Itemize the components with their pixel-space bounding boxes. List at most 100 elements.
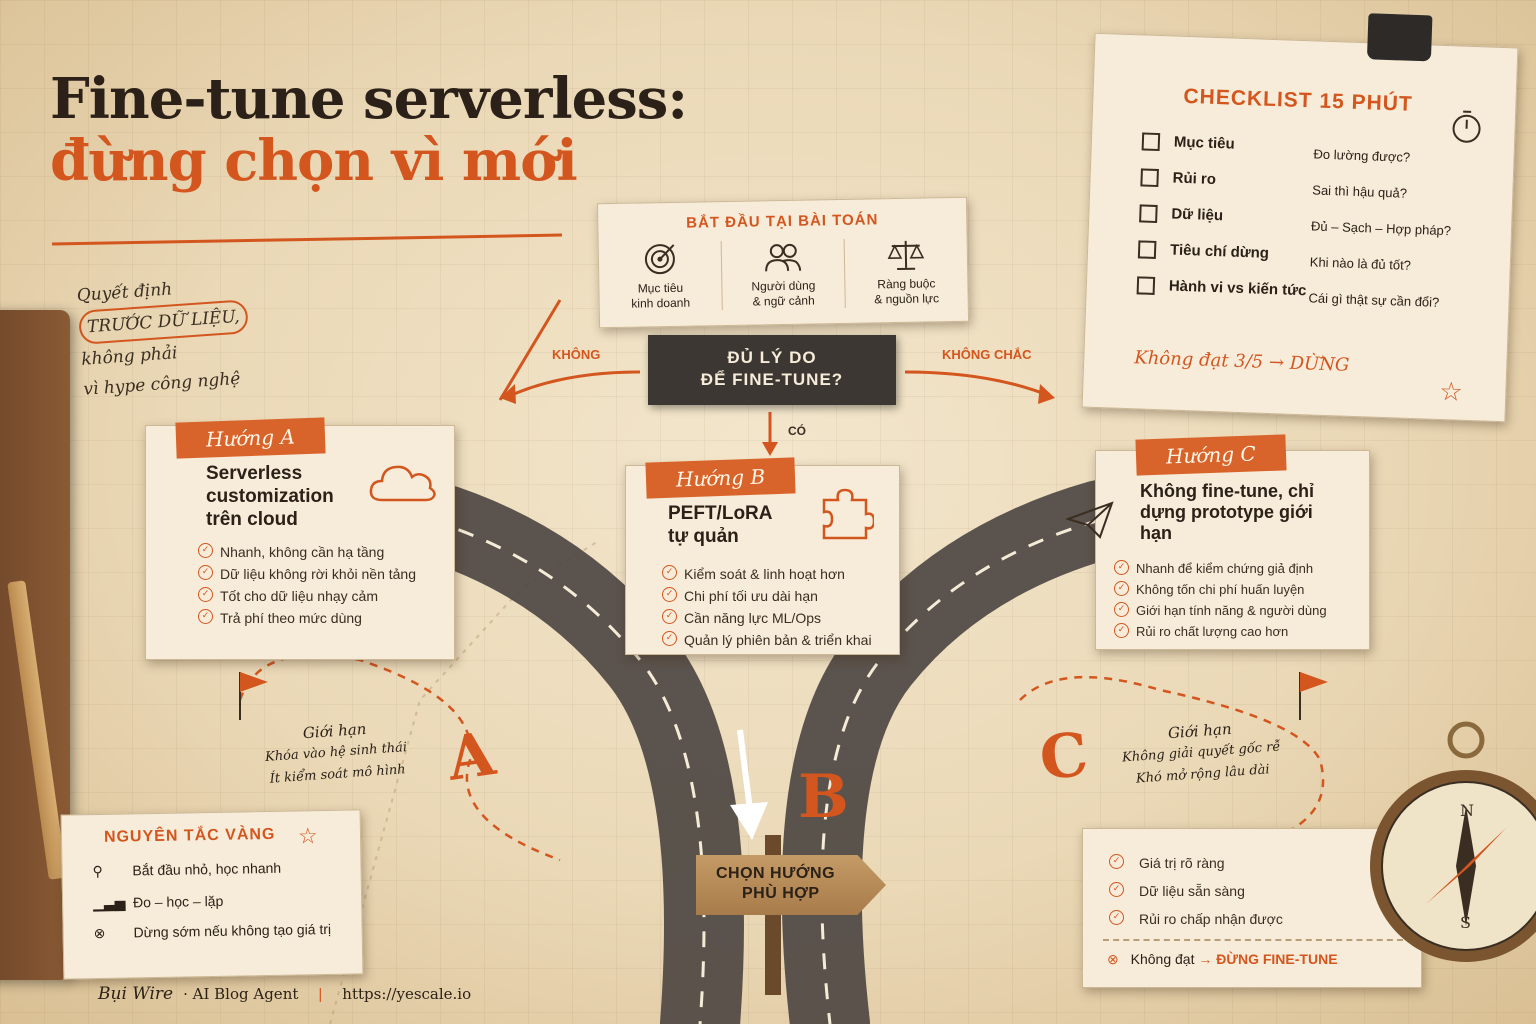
side-note: Quyết định TRƯỚC DỮ LIỆU, không phải vì … xyxy=(76,269,253,404)
golden-rule-text: Dừng sớm nếu không tạo giá trị xyxy=(133,920,332,941)
svg-text:N: N xyxy=(1460,801,1474,820)
route-b-point: Chi phí tối ưu dài hạn xyxy=(662,587,892,604)
footer-agent: · AI Blog Agent xyxy=(183,985,299,1003)
decision-yes-label: CÓ xyxy=(788,424,806,438)
route-a-title: Serverless customization trên cloud xyxy=(206,463,334,530)
cancel-icon: ⊗ xyxy=(93,924,106,942)
signpost-line-2: PHÙ HỢP xyxy=(742,885,820,902)
route-a-points: Nhanh, không cần hạ tầng Dữ liệu không r… xyxy=(198,538,448,632)
arrow-icon: → xyxy=(1198,951,1213,967)
gate-item: Rủi ro chấp nhận được xyxy=(1109,910,1283,927)
route-a-point: Tốt cho dữ liệu nhạy cảm xyxy=(198,587,448,604)
search-icon: ⚲ xyxy=(92,862,103,880)
route-b-tag: Hướng B xyxy=(645,457,796,499)
route-c-tag: Hướng C xyxy=(1135,434,1287,476)
decision-no-label: KHÔNG xyxy=(552,347,601,362)
decision-box: ĐỦ LÝ DO ĐỂ FINE-TUNE? xyxy=(648,335,896,405)
decision-line-2: ĐỂ FINE-TUNE? xyxy=(700,370,844,389)
checklist-row-question: Sai thì hậu quả? xyxy=(1312,182,1408,201)
svg-text:S: S xyxy=(1460,913,1471,932)
checklist-row-label: Rủi ro xyxy=(1172,169,1217,189)
start-item-constraints: Ràng buộc& nguồn lực xyxy=(845,237,968,308)
checklist-footer: Không đạt 3/5 → DỪNG xyxy=(1133,347,1350,376)
golden-rule-item: ▁▃▅ Đo – học – lặp xyxy=(93,891,353,913)
gate-fail-row: ⊗ Không đạt → ĐỪNG FINE-TUNE xyxy=(1107,951,1338,968)
footer-url[interactable]: https://yescale.io xyxy=(342,985,472,1003)
route-b-title: PEFT/LoRA tự quản xyxy=(668,502,773,548)
golden-rule-item: ⚲ Bắt đầu nhỏ, học nhanh xyxy=(92,859,352,881)
checklist-row-label: Hành vi vs kiến tức xyxy=(1168,277,1307,300)
notebook-prop xyxy=(0,310,70,980)
route-c-points: Nhanh để kiểm chứng giả định Không tốn c… xyxy=(1114,555,1364,645)
route-b-letter: B xyxy=(798,762,849,832)
compass-icon: N S xyxy=(1370,721,1536,962)
star-icon: ☆ xyxy=(1438,375,1464,407)
binder-clip-icon xyxy=(1366,13,1433,62)
route-c-point: Nhanh để kiểm chứng giả định xyxy=(1114,560,1364,576)
checklist-card: CHECKLIST 15 PHÚT Mục tiêu Đo lường được… xyxy=(1081,13,1519,423)
checklist-row-question: Đủ – Sạch – Hợp pháp? xyxy=(1310,218,1452,239)
target-icon xyxy=(644,244,675,275)
route-c-point: Rủi ro chất lượng cao hơn xyxy=(1114,623,1364,639)
gate-item: Giá trị rõ ràng xyxy=(1109,854,1283,871)
route-b-point: Kiểm soát & linh hoạt hơn xyxy=(662,565,892,582)
checkbox[interactable] xyxy=(1139,204,1158,224)
decision-line-1: ĐỦ LÝ DO xyxy=(727,348,817,367)
gate-fail-action: ĐỪNG FINE-TUNE xyxy=(1216,951,1338,967)
golden-rules-card: NGUYÊN TẮC VÀNG ☆ ⚲ Bắt đầu nhỏ, học nha… xyxy=(60,809,364,980)
route-a-limits: Giới hạn Khóa vào hệ sinh thái Ít kiểm s… xyxy=(263,715,410,791)
footer: Bụi Wire · AI Blog Agent | https://yesca… xyxy=(98,984,471,1004)
checkbox[interactable] xyxy=(1137,240,1157,259)
signpost: CHỌN HƯỚNG PHÙ HỢP xyxy=(696,855,886,915)
route-a-point: Nhanh, không cần hạ tầng xyxy=(198,543,448,560)
checklist-row-label: Dữ liệu xyxy=(1171,205,1224,225)
checkbox[interactable] xyxy=(1140,168,1159,188)
footer-divider: | xyxy=(318,986,323,1003)
start-item-constraints-l2: & nguồn lực xyxy=(874,291,940,307)
route-b-card: Hướng B PEFT/LoRA tự quản Kiểm soát & li… xyxy=(625,457,900,655)
puzzle-icon xyxy=(822,488,874,540)
checklist-row-question: Đo lường được? xyxy=(1313,146,1411,165)
start-heading: BẮT ĐẦU TẠI BÀI TOÁN xyxy=(686,211,879,232)
route-c-limits: Giới hạn Không giải quyết gốc rễ Khó mở … xyxy=(1120,715,1283,792)
route-a-card: Hướng A Serverless customization trên cl… xyxy=(145,417,455,660)
cloud-icon xyxy=(369,465,436,502)
cancel-icon: ⊗ xyxy=(1107,951,1119,967)
checklist-title: CHECKLIST 15 PHÚT xyxy=(1183,84,1414,116)
route-b-title-2: tự quản xyxy=(668,526,739,547)
decision-unsure-label: KHÔNG CHẮC xyxy=(942,347,1032,362)
route-a-point: Dữ liệu không rời khỏi nền tảng xyxy=(198,565,448,582)
route-b-point: Quản lý phiên bản & triển khai xyxy=(662,631,892,648)
checklist-row-question: Khi nào là đủ tốt? xyxy=(1309,254,1412,273)
checkbox[interactable] xyxy=(1141,132,1161,152)
golden-rule-item: ⊗ Dừng sớm nếu không tạo giá trị xyxy=(94,920,364,942)
gate-card: Giá trị rõ ràng Dữ liệu sẵn sàng Rủi ro … xyxy=(1082,828,1422,988)
route-c-title: Không fine-tune, chỉ dựng prototype giới… xyxy=(1140,481,1314,543)
gate-items: Giá trị rõ ràng Dữ liệu sẵn sàng Rủi ro … xyxy=(1109,843,1283,939)
route-c-letter: C xyxy=(1036,719,1092,795)
stopwatch-icon xyxy=(1452,110,1481,143)
title-line-2: đừng chọn vì mới xyxy=(50,128,578,194)
users-icon xyxy=(765,243,802,272)
golden-rules-title: NGUYÊN TẮC VÀNG xyxy=(103,825,276,846)
route-c-card: Hướng C Không fine-tune, chỉ dựng protot… xyxy=(1066,434,1370,650)
checklist-row-label: Mục tiêu xyxy=(1173,133,1236,153)
checklist-row-label: Tiêu chí dừng xyxy=(1169,241,1270,262)
page-title: Fine-tune serverless: đừng chọn vì mới xyxy=(50,68,688,194)
start-item-users-l2: & ngữ cảnh xyxy=(752,293,815,309)
start-item-business-l2: kinh doanh xyxy=(631,295,691,311)
bar-chart-icon: ▁▃▅ xyxy=(92,894,126,912)
route-b-point: Cần năng lực ML/Ops xyxy=(662,609,892,626)
start-item-users: Người dùng& ngữ cảnh xyxy=(721,238,846,311)
golden-rule-text: Bắt đầu nhỏ, học nhanh xyxy=(132,859,282,879)
golden-rule-text: Đo – học – lặp xyxy=(132,892,224,911)
route-c-point: Giới hạn tính năng & người dùng xyxy=(1114,602,1364,618)
gate-divider xyxy=(1103,939,1403,941)
checkbox[interactable] xyxy=(1136,276,1156,295)
route-a-point: Trả phí theo mức dùng xyxy=(198,609,448,626)
signpost-line-1: CHỌN HƯỚNG xyxy=(716,865,836,882)
route-b-points: Kiểm soát & linh hoạt hơn Chi phí tối ưu… xyxy=(662,560,892,654)
checklist-row-question: Cái gì thật sự cần đổi? xyxy=(1308,290,1440,310)
